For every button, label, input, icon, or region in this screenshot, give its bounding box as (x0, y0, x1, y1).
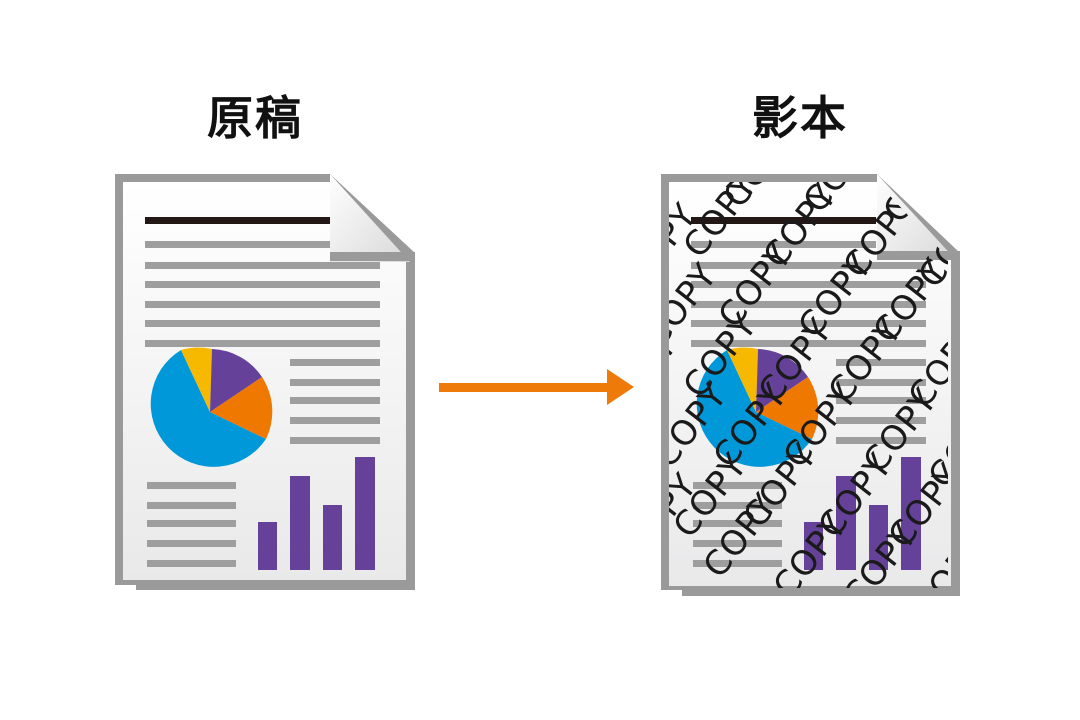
original-document-icon (115, 174, 415, 590)
body-text-lines (691, 241, 926, 567)
bar-chart-icon (258, 457, 375, 570)
heading-line (691, 217, 876, 224)
body-text-lines (145, 241, 380, 567)
copy-document-icon: COPY COPY COPY COPY COPY COPY COPY COPY … (661, 174, 960, 596)
pie-chart-icon (696, 347, 819, 467)
heading-line (145, 217, 330, 224)
pie-chart-icon (150, 347, 273, 467)
folded-corner-icon (330, 174, 410, 262)
bar-chart-icon (804, 457, 921, 570)
folded-corner-icon (877, 174, 956, 260)
original-label: 原稿 (207, 91, 303, 145)
copy-label: 影本 (752, 91, 848, 145)
arrow-right-icon (439, 369, 634, 405)
